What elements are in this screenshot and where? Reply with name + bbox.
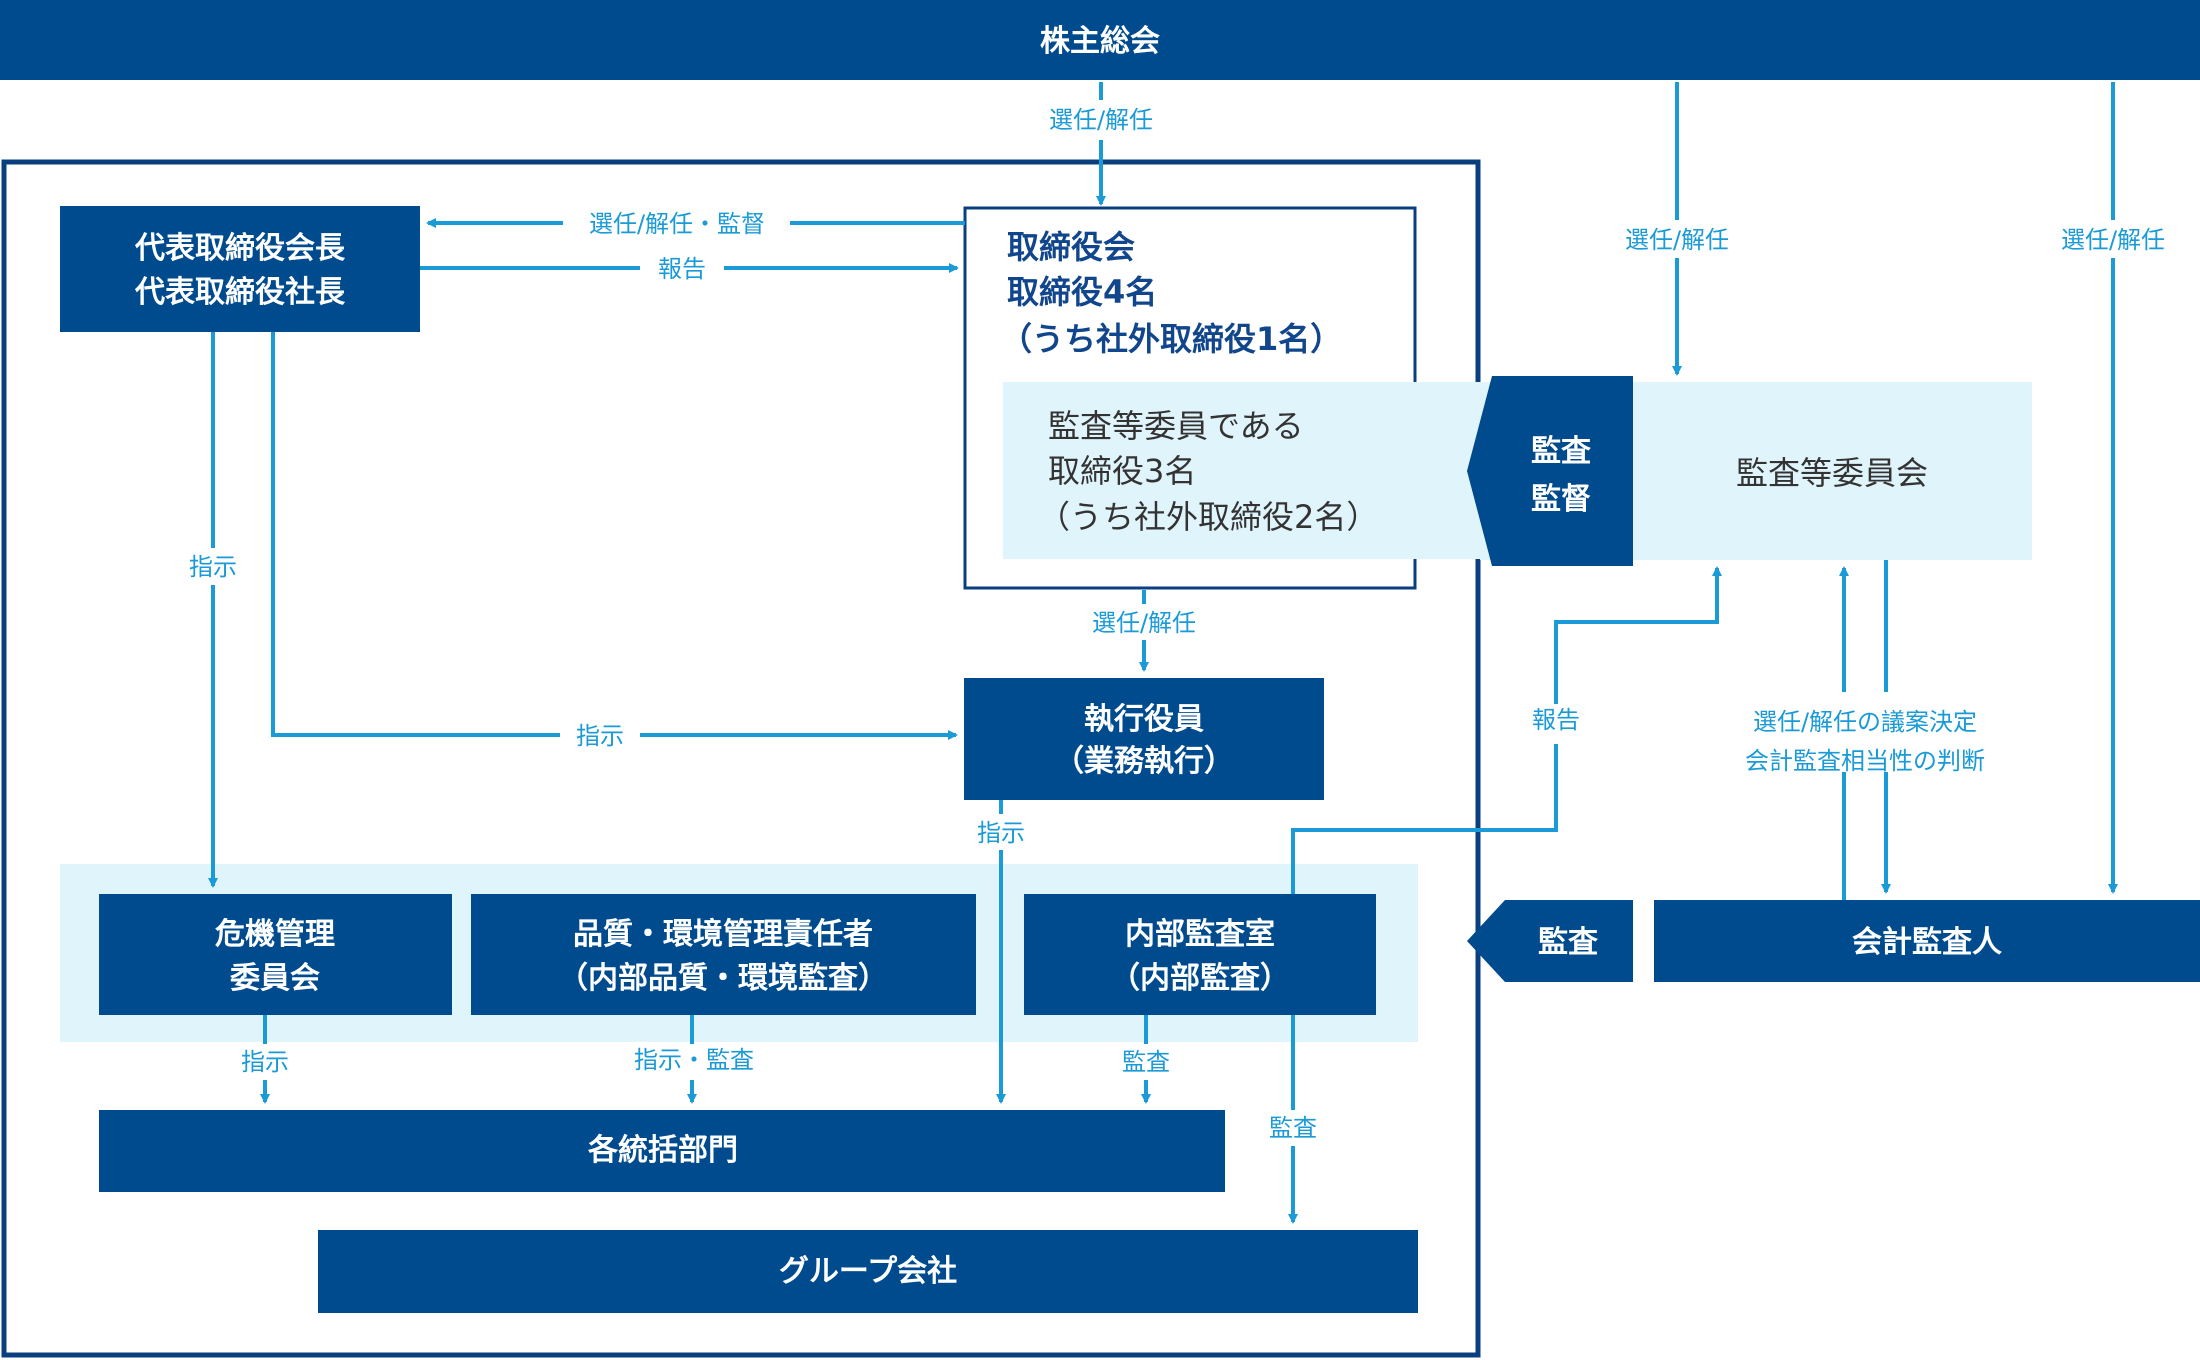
executive-line1: 執行役員	[1084, 702, 1204, 737]
group-companies-box	[318, 1230, 1418, 1313]
top-management-box	[60, 206, 420, 332]
board-title: 取締役会	[1007, 228, 1135, 266]
quality-line2: （内部品質・環境監査）	[558, 961, 888, 996]
label-committee-accounting-1: 選任/解任の議案決定	[1753, 708, 1977, 736]
internal-audit-line2: （内部監査）	[1110, 961, 1290, 996]
label-top-board: 報告	[658, 255, 706, 283]
label-shareholders-committee: 選任/解任	[1625, 226, 1729, 254]
accounting-auditor-box	[1654, 900, 2200, 982]
quality-line1: 品質・環境管理責任者	[573, 917, 873, 952]
president-label: 代表取締役社長	[134, 275, 346, 310]
risk-line1: 危機管理	[215, 917, 335, 952]
audit-supervise-tag	[1467, 376, 1633, 566]
arrow-internal-committee-a	[1291, 744, 1558, 894]
audit-member-line2: 取締役3名	[1048, 452, 1196, 490]
audit-supervise-line2: 監督	[1531, 482, 1591, 517]
audit-committee-label: 監査等委員会	[1736, 454, 1928, 492]
internal-audit-line1: 内部監査室	[1125, 917, 1275, 952]
executive-line2: （業務執行）	[1054, 744, 1234, 779]
quality-manager-box	[471, 894, 976, 1015]
audit-supervise-line1: 監査	[1531, 434, 1591, 469]
label-top-risk: 指示	[189, 553, 237, 581]
label-board-top: 選任/解任・監督	[589, 210, 765, 238]
label-board-executive: 選任/解任	[1092, 609, 1196, 637]
shareholders-bar	[0, 0, 2200, 80]
label-shareholders-board: 選任/解任	[1049, 106, 1153, 134]
arrow-internal-committee-b	[1554, 566, 1722, 704]
executive-box	[964, 678, 1324, 800]
audit-tag	[1467, 900, 1633, 982]
audit-member-line1: 監査等委員である	[1048, 407, 1304, 445]
label-top-executive: 指示	[576, 722, 624, 750]
group-companies-label: グループ会社	[779, 1254, 957, 1289]
label-risk-departments: 指示	[241, 1048, 289, 1076]
label-internal-group: 監査	[1269, 1114, 1317, 1142]
audit-tag-label: 監査	[1538, 925, 1598, 960]
label-internal-departments: 監査	[1122, 1048, 1170, 1076]
chairman-label: 代表取締役会長	[134, 231, 346, 266]
internal-audit-box	[1024, 894, 1376, 1015]
shareholders-label: 株主総会	[1040, 24, 1160, 59]
label-internal-committee: 報告	[1532, 706, 1580, 734]
board-count: 取締役4名	[1007, 273, 1157, 311]
label-committee-accounting-2: 会計監査相当性の判断	[1745, 747, 1985, 775]
accounting-auditor-label: 会計監査人	[1852, 925, 2002, 960]
label-shareholders-accounting: 選任/解任	[2061, 226, 2165, 254]
label-quality-departments: 指示・監査	[634, 1046, 754, 1074]
audit-member-line3: （うち社外取締役2名）	[1038, 498, 1378, 536]
audit-member-panel	[1003, 382, 1480, 559]
departments-box	[99, 1110, 1225, 1192]
risk-committee-box	[99, 894, 452, 1015]
board-outside: （うち社外取締役1名）	[1000, 320, 1342, 358]
company-frame	[1, 159, 1481, 1358]
departments-label: 各統括部門	[587, 1133, 738, 1168]
arrow-top-executive-a	[271, 332, 560, 737]
risk-line2: 委員会	[230, 961, 320, 996]
label-executive-departments: 指示	[977, 819, 1025, 847]
